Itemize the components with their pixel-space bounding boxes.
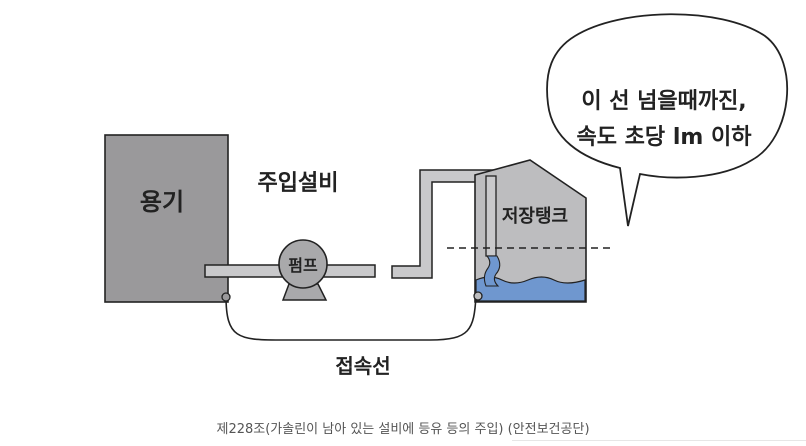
- speech-line-1: 이 선 넘을때까진,: [581, 89, 746, 114]
- ground-terminal-right: [473, 291, 483, 301]
- pipe-inside-tank: [485, 175, 497, 257]
- pump-base: [281, 283, 328, 301]
- speech-line-2: 속도 초당 lm 이하: [577, 125, 753, 150]
- pump-body: [278, 239, 328, 289]
- container-label: 용기: [140, 188, 184, 216]
- ground-wire-label: 접속선: [335, 354, 390, 378]
- caption-divider: [512, 440, 806, 441]
- tank-label: 저장탱크: [502, 206, 568, 227]
- ground-wire: [225, 295, 477, 341]
- tank-liquid: [475, 276, 586, 302]
- diagram-canvas: 용기 주입설비 펌프 저장탱크 접속선 이 선 넘을때까진, 속도 초당 lm …: [104, 13, 788, 378]
- storage-tank: [474, 159, 587, 303]
- equipment-label: 주입설비: [258, 171, 339, 196]
- speech-bubble: [546, 13, 788, 227]
- pump-label: 펌프: [288, 256, 318, 275]
- figure-caption: 제228조(가솔린이 남아 있는 설비에 등유 등의 주입) (안전보건공단): [216, 422, 590, 437]
- liquid-stream: [483, 255, 501, 287]
- ground-terminal-left: [221, 292, 231, 302]
